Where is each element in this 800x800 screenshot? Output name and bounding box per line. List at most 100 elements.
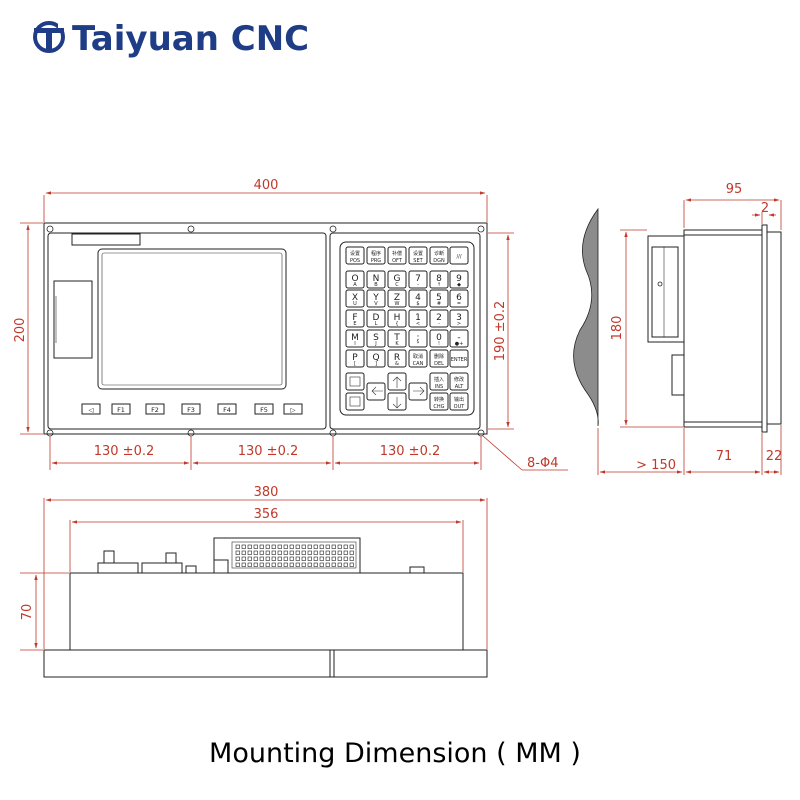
key-sub-label: = <box>457 301 461 307</box>
key-main-label: 设置 <box>350 250 360 257</box>
keypad-key[interactable]: XU <box>345 289 365 308</box>
keypad-key[interactable]: NB <box>366 270 386 289</box>
function-key[interactable]: F1 <box>111 403 131 415</box>
key-main-label: X <box>352 293 358 303</box>
key-main-label: 输出 <box>454 396 464 403</box>
key-sub-label: [ <box>354 361 356 367</box>
keypad-key[interactable]: 8↑ <box>429 270 449 289</box>
keypad-panel <box>329 232 481 430</box>
keypad-key[interactable]: ZW <box>387 289 407 308</box>
keypad-key[interactable]: MI <box>345 329 365 348</box>
key-sub-label: V <box>374 301 378 307</box>
key-sub-label: CAN <box>413 361 424 367</box>
dim-width-400: 400 <box>254 178 279 193</box>
keypad-key[interactable]: P[ <box>345 349 365 368</box>
vent-hole <box>283 562 288 567</box>
vent-hole <box>331 562 336 567</box>
keypad-key[interactable]: 4$ <box>408 289 428 308</box>
up-arrow-icon[interactable] <box>387 372 407 391</box>
vent-hole <box>301 562 306 567</box>
function-key[interactable]: F5 <box>254 403 274 415</box>
key-main-label: /// <box>456 254 461 260</box>
keypad-key[interactable]: 0! <box>429 329 449 348</box>
keypad-key[interactable]: /// <box>449 246 469 265</box>
vent-hole <box>337 550 342 555</box>
keypad-key[interactable]: 1< <box>408 309 428 328</box>
function-key-label: ◁ <box>89 406 94 414</box>
keypad-key[interactable]: 9◆ <box>449 270 469 289</box>
vent-hole <box>337 562 342 567</box>
function-key[interactable]: ◁ <box>81 403 101 415</box>
key-sub-label: SET <box>413 258 423 264</box>
vent-hole <box>247 550 252 555</box>
vent-hole <box>271 544 276 549</box>
vent-hole <box>283 544 288 549</box>
page-up-icon[interactable] <box>345 372 365 391</box>
keypad-key[interactable]: 5# <box>429 289 449 308</box>
key-main-label: T <box>393 333 400 343</box>
key-main-label: - <box>457 333 460 343</box>
down-arrow-icon[interactable] <box>387 392 407 411</box>
keypad-key[interactable]: 6= <box>449 289 469 308</box>
vent-hole <box>289 556 294 561</box>
key-main-label: 转换 <box>434 396 444 403</box>
keypad-key[interactable]: R& <box>387 349 407 368</box>
key-sub-label: I <box>354 341 355 347</box>
vent-hole <box>349 544 354 549</box>
vent-hole <box>295 550 300 555</box>
function-key[interactable]: F3 <box>181 403 201 415</box>
keypad-key[interactable]: Q] <box>366 349 386 368</box>
key-main-label: R <box>394 353 400 363</box>
vent-hole <box>259 550 264 555</box>
dim-holes: 8-Φ4 <box>527 456 558 471</box>
keypad-key[interactable]: YV <box>366 289 386 308</box>
dim-clearance: > 150 <box>636 458 676 473</box>
keypad-key[interactable]: 2- <box>429 309 449 328</box>
keypad-key[interactable]: -●+ <box>449 329 469 348</box>
vent-hole <box>277 556 282 561</box>
keypad-key[interactable]: SJ <box>366 329 386 348</box>
keypad-key[interactable]: 3> <box>449 309 469 328</box>
dim-spacing-2: 130 ±0.2 <box>238 444 299 459</box>
keypad-key[interactable]: OA <box>345 270 365 289</box>
keypad-key[interactable]: ;* <box>408 329 428 348</box>
key-main-label: 5 <box>436 293 442 303</box>
dim-keypad-height: 190 ±0.2 <box>493 301 508 362</box>
vent-hole <box>343 550 348 555</box>
keypad-key[interactable]: H{ <box>387 309 407 328</box>
keypad-key[interactable]: ENTER <box>449 349 469 368</box>
keypad-key[interactable]: TK <box>387 329 407 348</box>
dim-body-71: 71 <box>716 449 733 464</box>
right-arrow-icon[interactable] <box>408 382 428 401</box>
vent-hole <box>313 562 318 567</box>
left-arrow-icon[interactable] <box>366 382 386 401</box>
vent-hole <box>301 556 306 561</box>
function-key[interactable]: F4 <box>217 403 237 415</box>
vent-hole <box>277 562 282 567</box>
keypad-key[interactable]: 7- <box>408 270 428 289</box>
function-key[interactable]: F2 <box>145 403 165 415</box>
keypad-key[interactable]: DL <box>366 309 386 328</box>
vent-hole <box>307 556 312 561</box>
key-sub-label: CHG <box>433 404 444 410</box>
function-key[interactable]: ▷ <box>283 403 303 415</box>
key-sub-label: < <box>416 321 420 327</box>
page-down-icon[interactable] <box>345 392 365 411</box>
usb-port-cover <box>53 280 93 359</box>
keypad-key[interactable]: GC <box>387 270 407 289</box>
key-main-label: O <box>351 274 358 284</box>
keypad-key[interactable]: FE <box>345 309 365 328</box>
key-main-label: S <box>373 333 379 343</box>
lcd-screen <box>97 248 287 390</box>
